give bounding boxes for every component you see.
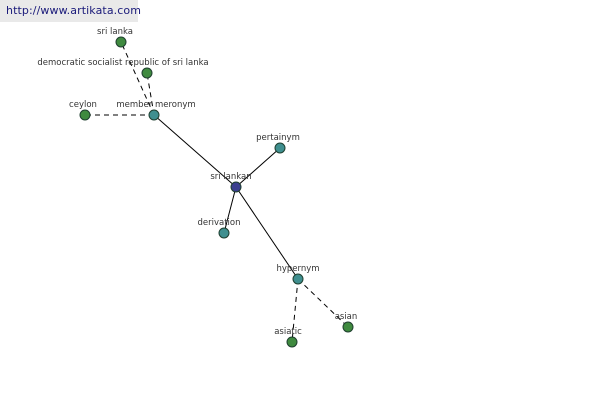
node-ceylon[interactable] [79, 109, 91, 121]
node-pertainym[interactable] [274, 142, 286, 154]
label-sri-lanka: sri lanka [97, 27, 133, 37]
node-democratic[interactable] [141, 67, 153, 79]
node-sri-lankan[interactable] [230, 181, 242, 193]
label-sri-lankan: sri lankan [210, 172, 251, 182]
node-asiatic[interactable] [286, 336, 298, 348]
node-derivation[interactable] [218, 227, 230, 239]
edge-center-member-meronym [153, 114, 237, 188]
node-hypernym[interactable] [292, 273, 304, 285]
node-member-meronym[interactable] [148, 109, 160, 121]
label-member-meronym: member meronym [116, 100, 195, 110]
label-pertainym: pertainym [256, 133, 300, 143]
edge-hypernym-asiatic [291, 278, 299, 343]
label-ceylon: ceylon [69, 100, 97, 110]
label-derivation: derivation [197, 218, 240, 228]
label-asian: asian [335, 312, 358, 322]
node-sri-lanka[interactable] [115, 36, 127, 48]
edge-center-hypernym [235, 186, 299, 280]
edge-center-pertainym [235, 147, 281, 188]
label-democratic: democratic socialist republic of sri lan… [37, 58, 208, 68]
edge-meronym-democratic [146, 72, 155, 116]
edge-meronym-sri-lanka [120, 41, 155, 116]
label-hypernym: hypernym [276, 264, 319, 274]
label-asiatic: asiatic [274, 327, 302, 337]
edge-hypernym-asian [297, 278, 349, 328]
url-link[interactable]: http://www.artikata.com [6, 4, 142, 17]
node-asian[interactable] [342, 321, 354, 333]
url-banner[interactable]: http://www.artikata.com [0, 0, 142, 22]
edge-center-derivation [223, 186, 237, 234]
